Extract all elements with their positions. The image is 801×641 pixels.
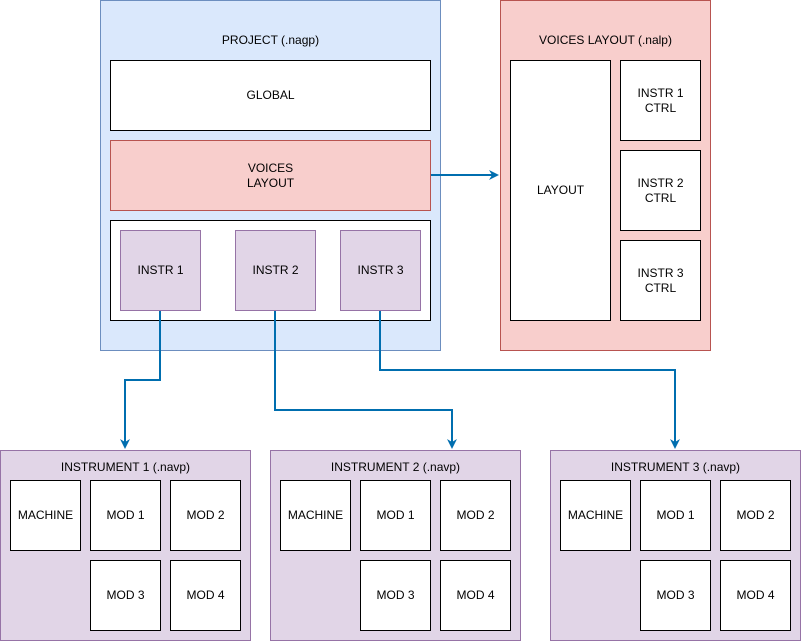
instrument-2-mod-4: MOD 4 [440,560,511,631]
instrument-1-mod-4: MOD 4 [170,560,241,631]
instr-3-ctrl-block: INSTR 3 CTRL [620,240,701,321]
instrument-2-mod-3: MOD 3 [360,560,431,631]
instr-2-ctrl-label: INSTR 2 CTRL [637,175,684,205]
instrument-1-mod-3-label: MOD 3 [106,588,145,602]
instrument-1-machine-label: MACHINE [17,508,74,522]
instr-1-ctrl-label: INSTR 1 CTRL [637,85,684,115]
instr-2-label: INSTR 2 [252,263,299,277]
layout-block: LAYOUT [510,60,611,321]
instrument-2-mod-2-label: MOD 2 [456,508,495,522]
instrument-1-title: INSTRUMENT 1 (.navp) [60,460,191,474]
instrument-2-mod-4-label: MOD 4 [456,588,495,602]
instrument-3-mod-2-label: MOD 2 [736,508,775,522]
instr-1-block: INSTR 1 [120,230,201,311]
instrument-1-mod-1-label: MOD 1 [106,508,145,522]
instr-3-ctrl-label: INSTR 3 CTRL [637,265,684,295]
instrument-1-mod-1: MOD 1 [90,480,161,551]
global-label: GLOBAL [246,88,295,102]
instrument-3-title: INSTRUMENT 3 (.navp) [610,460,741,474]
voices-layout-title: VOICES LAYOUT (.nalp) [539,33,672,47]
instrument-2-mod-1-label: MOD 1 [376,508,415,522]
instr-3-label: INSTR 3 [357,263,404,277]
instr-1-label: INSTR 1 [137,263,184,277]
layout-label: LAYOUT [536,183,585,197]
instr-3-block: INSTR 3 [340,230,421,311]
instr-2-ctrl-block: INSTR 2 CTRL [620,150,701,231]
instrument-3-mod-4: MOD 4 [720,560,791,631]
instrument-3-mod-3-label: MOD 3 [656,588,695,602]
global-block: GLOBAL [110,60,431,131]
instr-2-block: INSTR 2 [235,230,316,311]
instrument-3-mod-4-label: MOD 4 [736,588,775,602]
instrument-1-machine: MACHINE [10,480,81,551]
instrument-3-machine: MACHINE [560,480,631,551]
instrument-2-machine: MACHINE [280,480,351,551]
instrument-1-mod-3: MOD 3 [90,560,161,631]
instr-1-ctrl-block: INSTR 1 CTRL [620,60,701,141]
instrument-1-mod-4-label: MOD 4 [186,588,225,602]
instrument-3-mod-2: MOD 2 [720,480,791,551]
instrument-2-mod-1: MOD 1 [360,480,431,551]
instrument-2-title: INSTRUMENT 2 (.navp) [330,460,461,474]
instrument-3-mod-1: MOD 1 [640,480,711,551]
instrument-3-mod-1-label: MOD 1 [656,508,695,522]
instrument-2-machine-label: MACHINE [287,508,344,522]
instrument-2-mod-3-label: MOD 3 [376,588,415,602]
voices-layout-label: VOICES LAYOUT [246,160,295,190]
instrument-1-mod-2-label: MOD 2 [186,508,225,522]
instrument-1-mod-2: MOD 2 [170,480,241,551]
instrument-3-mod-3: MOD 3 [640,560,711,631]
project-title: PROJECT (.nagp) [221,33,320,47]
instrument-3-machine-label: MACHINE [567,508,624,522]
instrument-2-mod-2: MOD 2 [440,480,511,551]
voices-layout-block: VOICES LAYOUT [110,140,431,211]
